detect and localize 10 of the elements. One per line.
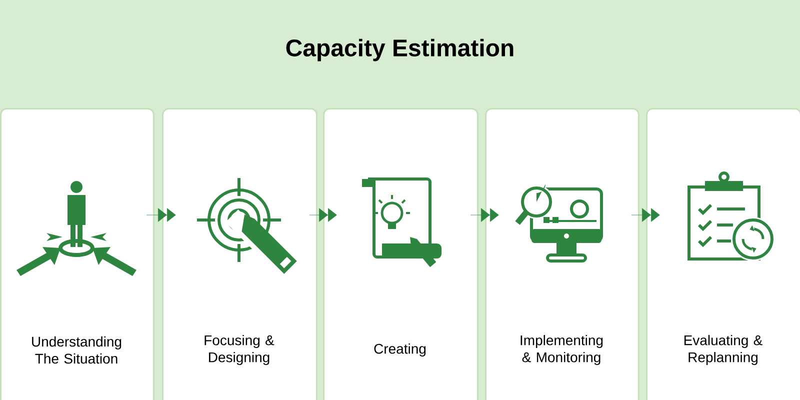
chevron-arrow (309, 208, 337, 222)
title: Capacity Estimation (286, 38, 514, 62)
step-card: Creating (323, 108, 478, 400)
chevron-arrow (631, 208, 660, 222)
step-card: Focusing & Designing (162, 108, 318, 400)
chevron-arrow (470, 208, 499, 222)
step-card: Implementing & Monitoring (485, 108, 640, 400)
chevron-arrow (146, 208, 176, 222)
step-card: Evaluating & Replanning (646, 108, 800, 400)
step-card: Understanding The Situation (0, 108, 154, 400)
